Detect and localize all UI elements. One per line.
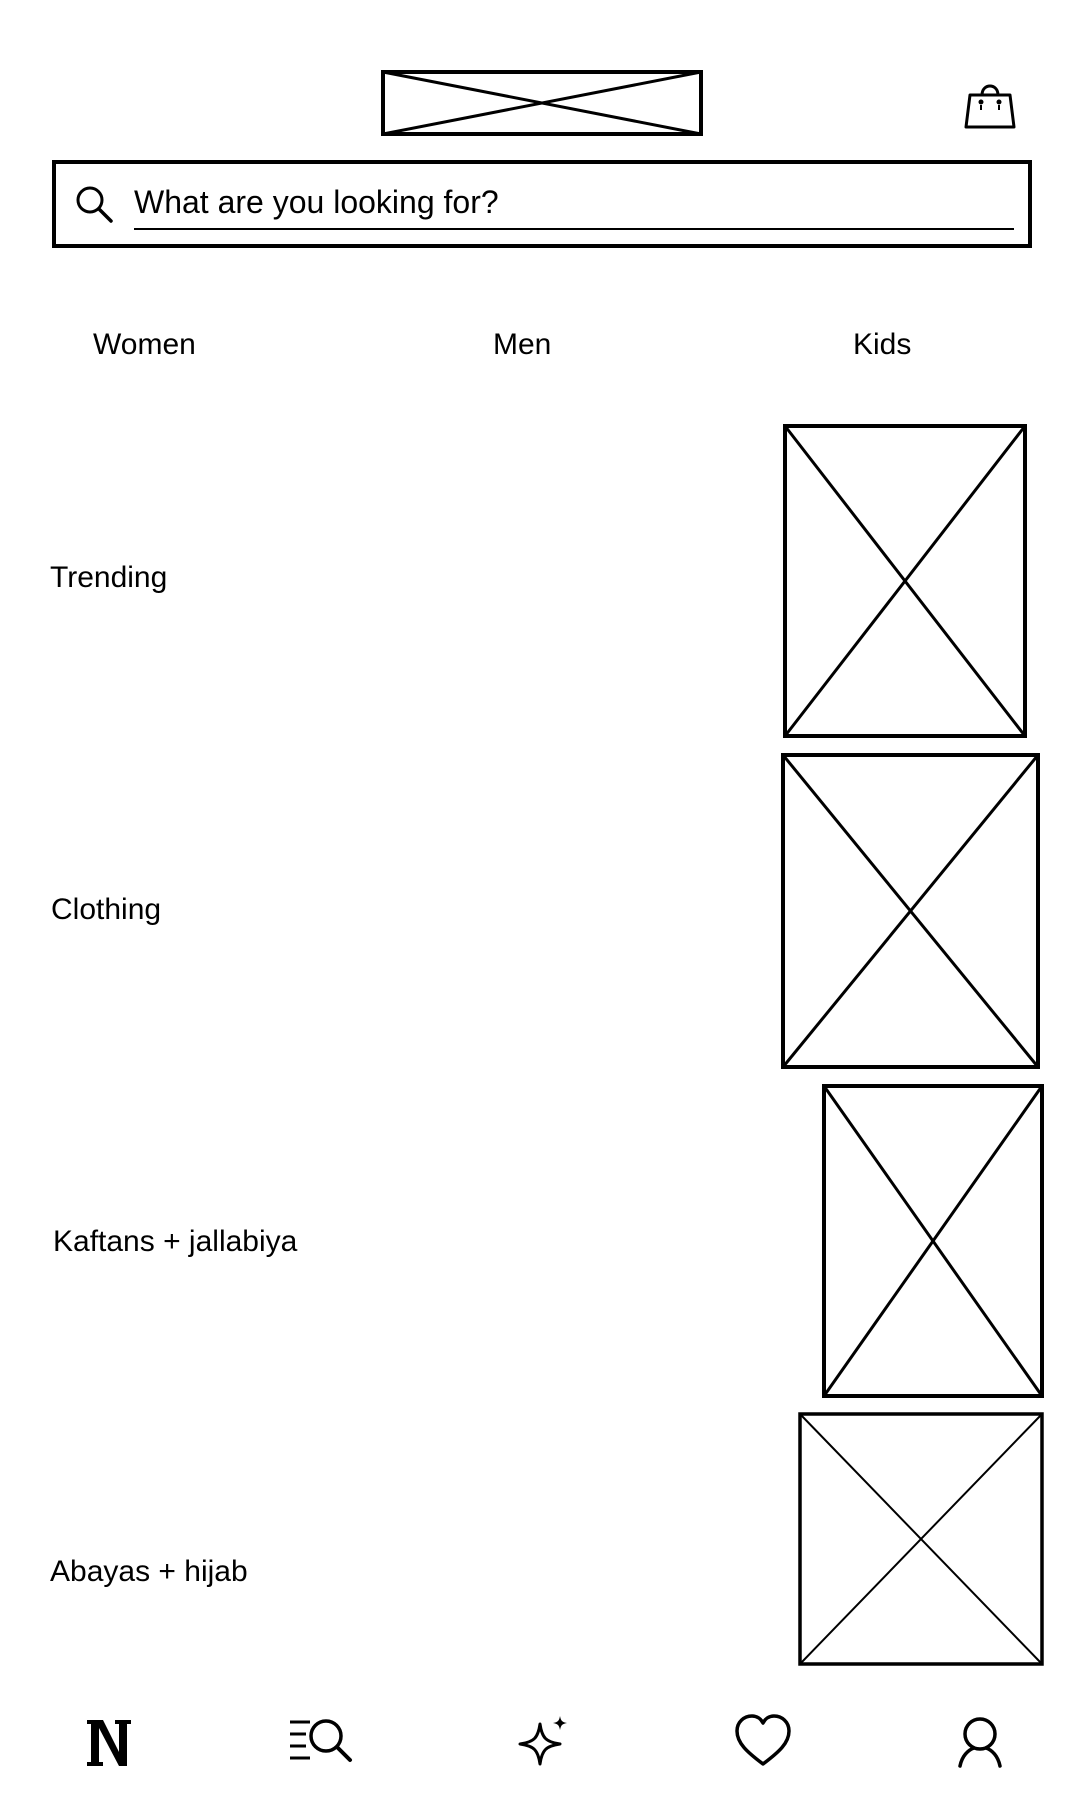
category-image-placeholder	[781, 753, 1040, 1069]
tab-women[interactable]: Women	[93, 328, 196, 361]
brand-n-icon	[87, 1720, 131, 1766]
cart-button[interactable]	[962, 75, 1018, 133]
category-image-placeholder	[798, 1412, 1044, 1666]
tab-men[interactable]: Men	[493, 328, 552, 361]
category-label: Clothing	[51, 893, 162, 926]
profile-icon	[958, 1717, 1002, 1768]
category-row-abayas-hijab[interactable]: Abayas + hijab	[0, 1410, 1080, 1690]
logo-placeholder[interactable]	[381, 70, 703, 136]
category-label: Trending	[50, 561, 168, 594]
category-image-placeholder	[783, 424, 1027, 738]
nav-wishlist[interactable]	[733, 1712, 793, 1772]
category-label: Abayas + hijab	[50, 1555, 248, 1588]
category-label: Kaftans + jallabiya	[53, 1225, 298, 1258]
tab-kids[interactable]: Kids	[853, 328, 912, 361]
category-row-trending[interactable]: Trending	[0, 420, 1080, 740]
nav-discover[interactable]	[514, 1712, 574, 1772]
nav-browse[interactable]	[288, 1712, 352, 1772]
category-image-placeholder	[822, 1084, 1044, 1398]
sparkle-icon	[518, 1716, 567, 1766]
search-input[interactable]	[134, 180, 1014, 230]
category-row-kaftans-jallabiya[interactable]: Kaftans + jallabiya	[0, 1080, 1080, 1400]
list-search-icon	[290, 1719, 352, 1762]
heart-icon	[735, 1714, 791, 1766]
nav-home[interactable]	[79, 1712, 139, 1772]
shopping-bag-icon	[964, 84, 1016, 129]
category-row-clothing[interactable]: Clothing	[0, 750, 1080, 1070]
search-icon	[76, 186, 113, 223]
search-bar[interactable]	[52, 160, 1032, 248]
nav-account[interactable]	[952, 1712, 1012, 1772]
